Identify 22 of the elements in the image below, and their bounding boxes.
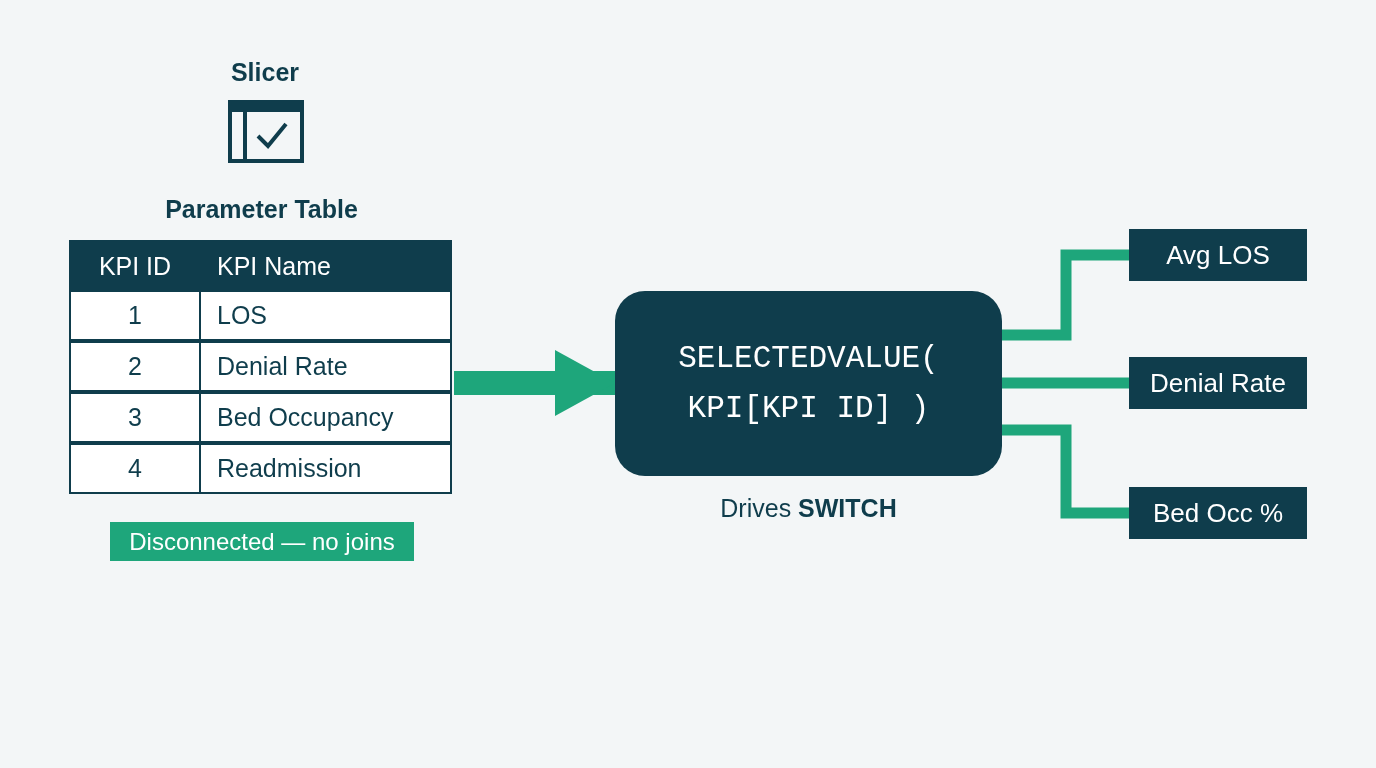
caption-text: Drives SWITCH	[719, 494, 898, 523]
table-cell: Denial Rate	[199, 341, 452, 392]
output-box: Denial Rate	[1129, 357, 1307, 409]
arrow	[454, 350, 615, 416]
connector-line	[1002, 424, 1129, 519]
connector-line	[1002, 377, 1129, 389]
table-cell: 2	[69, 341, 201, 392]
table-cell: 4	[69, 443, 201, 494]
output-box: Avg LOS	[1129, 229, 1307, 281]
header-cell: KPI ID	[69, 240, 201, 292]
note-tag: Disconnected — no joins	[110, 522, 414, 561]
connector-line	[1002, 249, 1129, 341]
table-cell: Readmission	[199, 443, 452, 494]
table-heading: Parameter Table	[164, 195, 359, 225]
table-cell: LOS	[199, 290, 452, 341]
slicer-label: Slicer	[229, 58, 301, 87]
table-cell: Bed Occupancy	[199, 392, 452, 443]
table-cell: 3	[69, 392, 201, 443]
table-cell: 1	[69, 290, 201, 341]
header-cell: KPI Name	[199, 240, 452, 292]
function-box: SELECTEDVALUE( KPI[KPI ID] )	[615, 291, 1002, 476]
output-box: Bed Occ %	[1129, 487, 1307, 539]
